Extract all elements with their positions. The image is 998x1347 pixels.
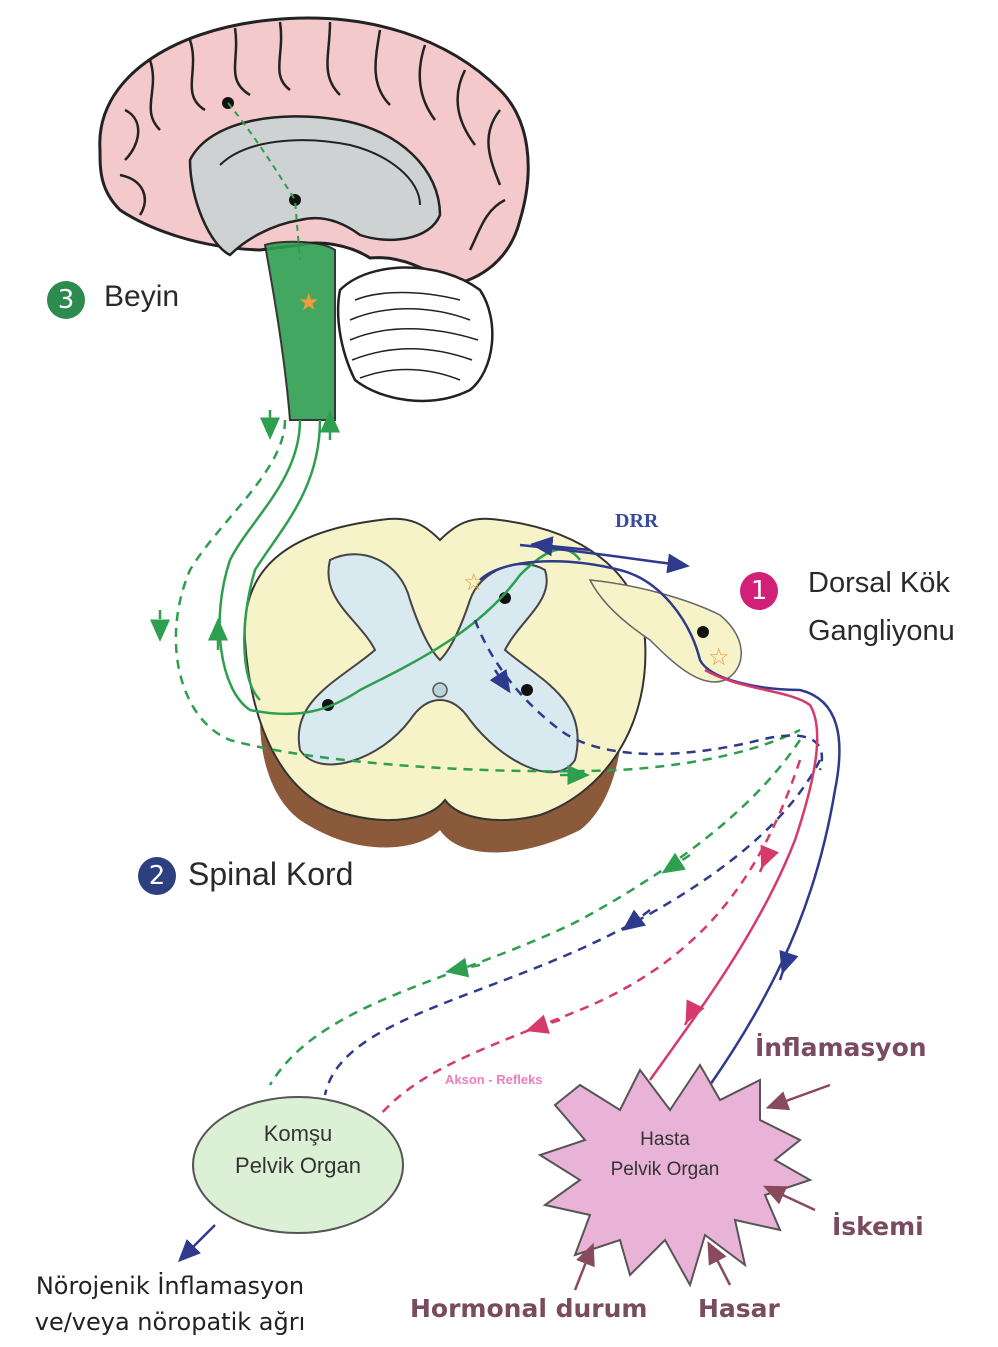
- neighbor-organ-line1: Komşu: [198, 1118, 398, 1150]
- diseased-organ-line1: Hasta: [575, 1125, 755, 1155]
- diseased-organ-label: Hasta Pelvik Organ: [575, 1125, 755, 1185]
- factor-hormonal: Hormonal durum: [410, 1294, 647, 1323]
- axon-reflex-label: Akson - Refleks: [445, 1072, 543, 1087]
- outcome-line1: Nörojenik İnflamasyon: [5, 1268, 335, 1304]
- brain: ★: [100, 18, 528, 420]
- brain-label: Beyin: [104, 280, 179, 314]
- svg-text:☆: ☆: [708, 643, 730, 671]
- drr-label: DRR: [615, 510, 658, 533]
- spinal-cord-label: Spinal Kord: [188, 856, 353, 893]
- factor-ischemia: İskemi: [832, 1212, 924, 1241]
- pink-pathway: [650, 670, 817, 1080]
- factor-inflammation: İnflamasyon: [755, 1033, 927, 1062]
- outcome-arrow: [185, 1225, 215, 1255]
- brain-number-badge: 3: [47, 281, 85, 319]
- factor-damage: Hasar: [698, 1294, 780, 1323]
- diseased-organ-line2: Pelvik Organ: [575, 1155, 755, 1185]
- svg-text:★: ★: [298, 288, 320, 316]
- outcome-line2: ve/veya nöropatik ağrı: [5, 1304, 335, 1340]
- drg-label-line1: Dorsal Kök: [808, 567, 950, 600]
- neighbor-organ-line2: Pelvik Organ: [198, 1150, 398, 1182]
- spinal-cord: ☆ ☆: [245, 519, 742, 853]
- spinal-cord-number-badge: 2: [138, 857, 176, 895]
- drg-label-line2: Gangliyonu: [808, 615, 955, 648]
- svg-text:☆: ☆: [463, 568, 485, 596]
- outcome-label: Nörojenik İnflamasyon ve/veya nöropatik …: [5, 1268, 335, 1340]
- neighbor-organ-label: Komşu Pelvik Organ: [198, 1118, 398, 1182]
- drg-number-badge: 1: [740, 572, 778, 610]
